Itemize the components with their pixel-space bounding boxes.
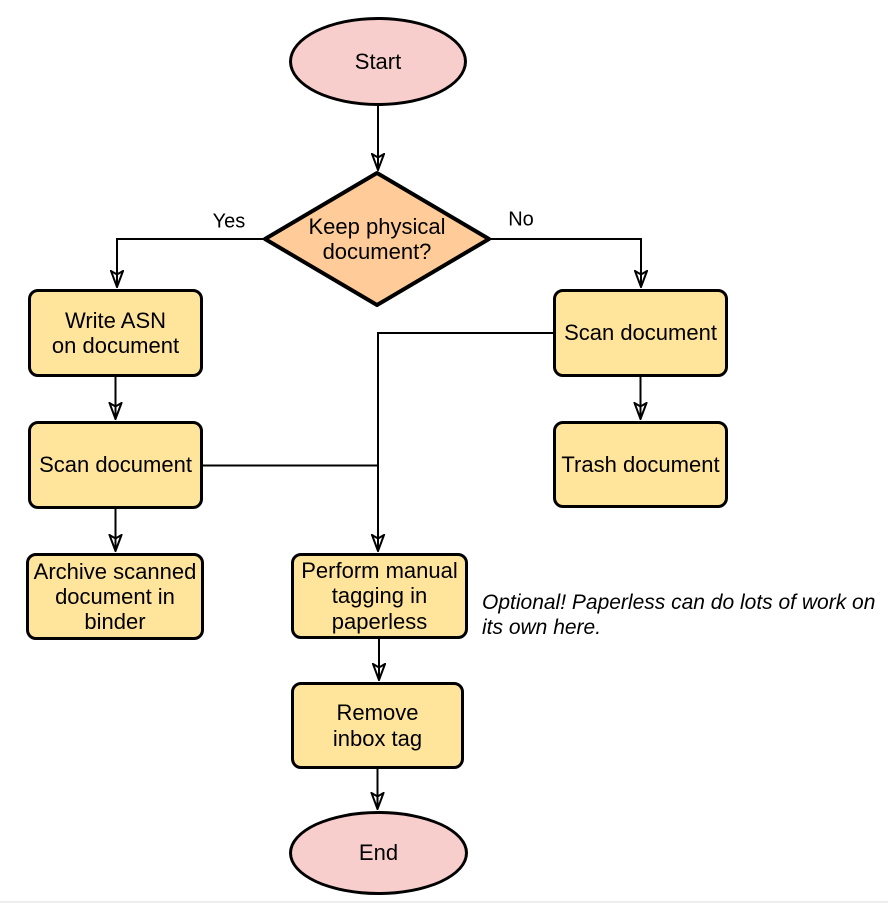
edge-scan-right-to-perform-tagging [378,332,553,551]
node-end: End [289,811,468,895]
node-end-label: End [358,840,399,866]
node-trash-document-label: Trash document [561,451,720,477]
edge-label-no: No [508,208,534,231]
node-archive-scanned-document-label: Archive scanned document in binder [33,558,197,635]
node-remove-inbox-tag: Remove inbox tag [291,682,464,769]
page-bottom-divider [0,901,888,903]
node-remove-inbox-tag-label: Remove inbox tag [332,700,423,751]
node-write-asn: Write ASN on document [28,289,203,377]
node-perform-manual-tagging: Perform manual tagging in paperless [291,553,468,639]
edge-decision-to-scan-right [489,238,641,287]
node-write-asn-label: Write ASN on document [51,307,180,358]
node-decision-shape [263,171,491,307]
node-scan-document-left-label: Scan document [39,452,192,478]
edge-label-yes: Yes [212,210,246,233]
node-perform-manual-tagging-label: Perform manual tagging in paperless [301,558,458,634]
node-archive-scanned-document: Archive scanned document in binder [26,553,204,640]
node-decision-label: Keep physical document? [308,213,446,264]
node-trash-document: Trash document [553,421,728,508]
node-start: Start [289,17,467,106]
annotation-optional-note: Optional! Paperless can do lots of work … [482,591,876,639]
node-scan-document-right-label: Scan document [564,320,717,346]
edge-decision-to-write-asn [117,238,265,287]
node-scan-document-right: Scan document [553,289,728,377]
node-start-label: Start [354,48,402,74]
node-scan-document-left: Scan document [28,421,203,509]
